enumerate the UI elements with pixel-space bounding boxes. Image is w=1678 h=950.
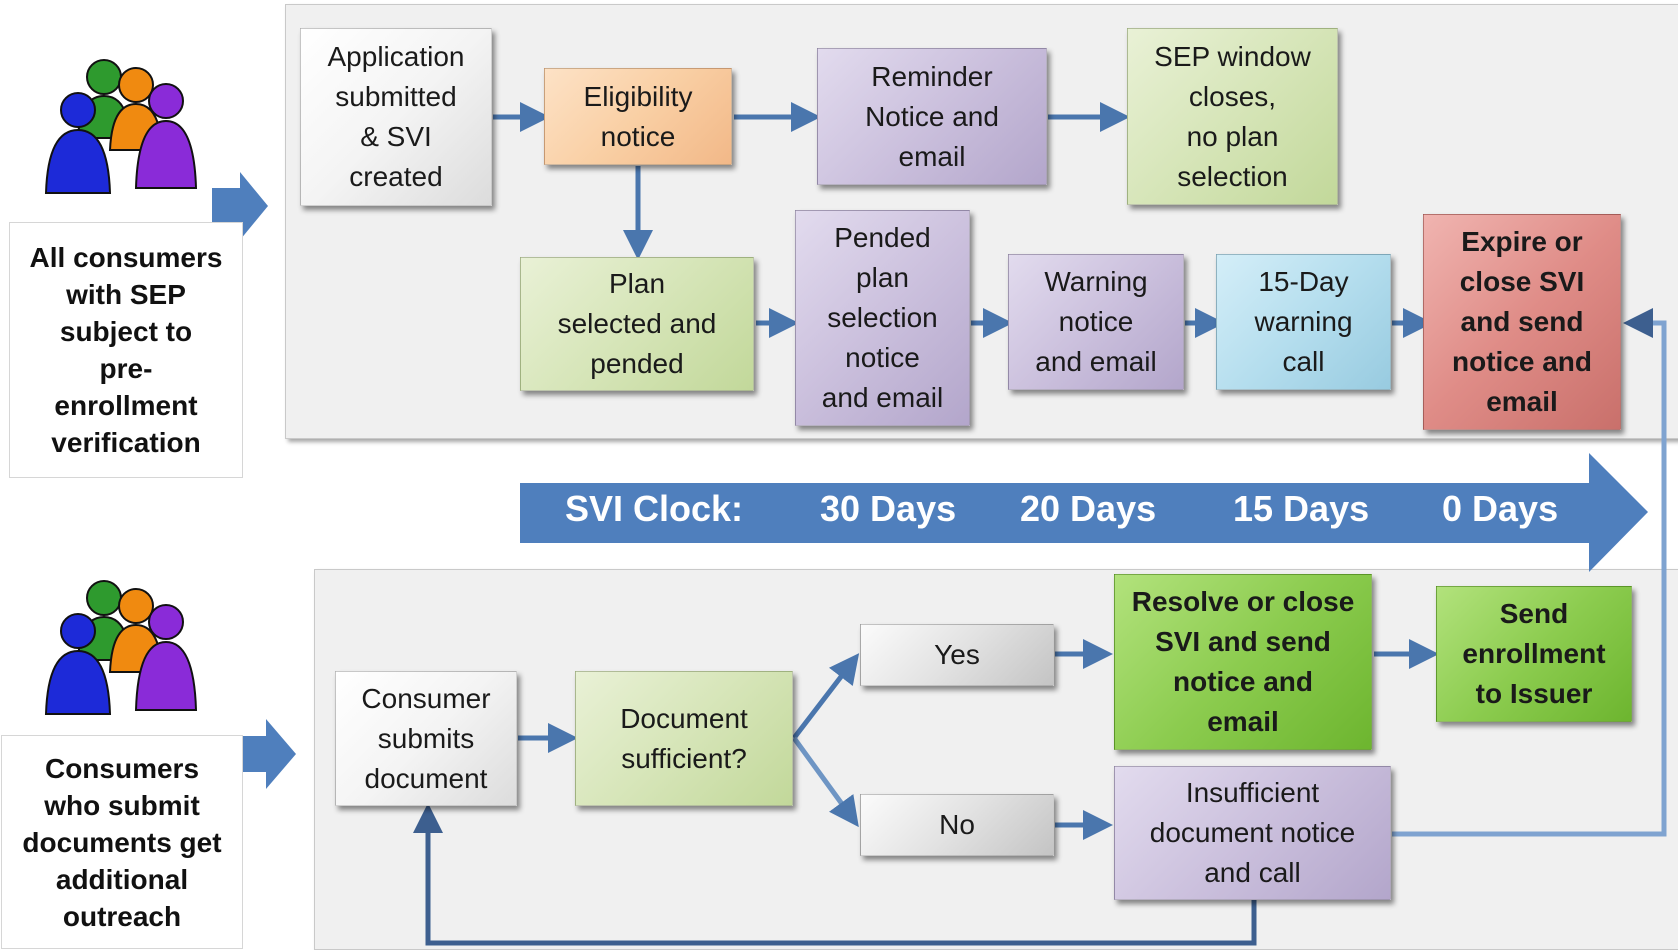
clock-15-days: 15 Days (1233, 488, 1370, 529)
warning-call-box: 15-Day warning call (1216, 254, 1391, 390)
no-box: No (860, 794, 1054, 856)
document-sufficient-box: Document sufficient? (575, 671, 793, 806)
arrow-sufficient-to-no (791, 736, 859, 828)
svi-clock-label: SVI Clock: (565, 488, 744, 529)
group-label-all-consumers: All consumers with SEP subject to pre- e… (9, 222, 243, 478)
sep-window-closes-box: SEP window closes, no plan selection (1127, 28, 1338, 205)
consumer-submits-box: Consumer submits document (335, 671, 517, 806)
loop-insufficient-to-expire (1392, 308, 1667, 837)
pended-notice-box: Pended plan selection notice and email (795, 210, 970, 426)
clock-20-days: 20 Days (1020, 488, 1157, 529)
clock-0-days: 0 Days (1442, 488, 1559, 529)
eligibility-notice-box: Eligibility notice (544, 68, 732, 165)
warning-notice-box: Warning notice and email (1008, 254, 1184, 390)
people-group-icon-top (44, 59, 198, 194)
group-label-document-submitters: Consumers who submit documents get addit… (1, 735, 243, 949)
loop-insufficient-to-submits (413, 803, 1257, 946)
reminder-notice-box: Reminder Notice and email (817, 48, 1047, 185)
svi-clock-band (520, 453, 1648, 572)
resolve-svi-box: Resolve or close SVI and send notice and… (1114, 574, 1372, 750)
plan-selected-box: Plan selected and pended (520, 257, 754, 391)
arrow-sufficient-to-yes (792, 653, 860, 740)
yes-box: Yes (860, 624, 1054, 686)
group-arrow-bottom (238, 719, 296, 789)
send-to-issuer-box: Send enrollment to Issuer (1436, 586, 1632, 722)
clock-30-days: 30 Days (820, 488, 957, 529)
people-group-icon-bottom (44, 580, 198, 715)
insufficient-document-box: Insufficient document notice and call (1114, 766, 1391, 900)
application-submitted-box: Application submitted & SVI created (300, 28, 492, 206)
expire-svi-box: Expire or close SVI and send notice and … (1423, 214, 1621, 430)
